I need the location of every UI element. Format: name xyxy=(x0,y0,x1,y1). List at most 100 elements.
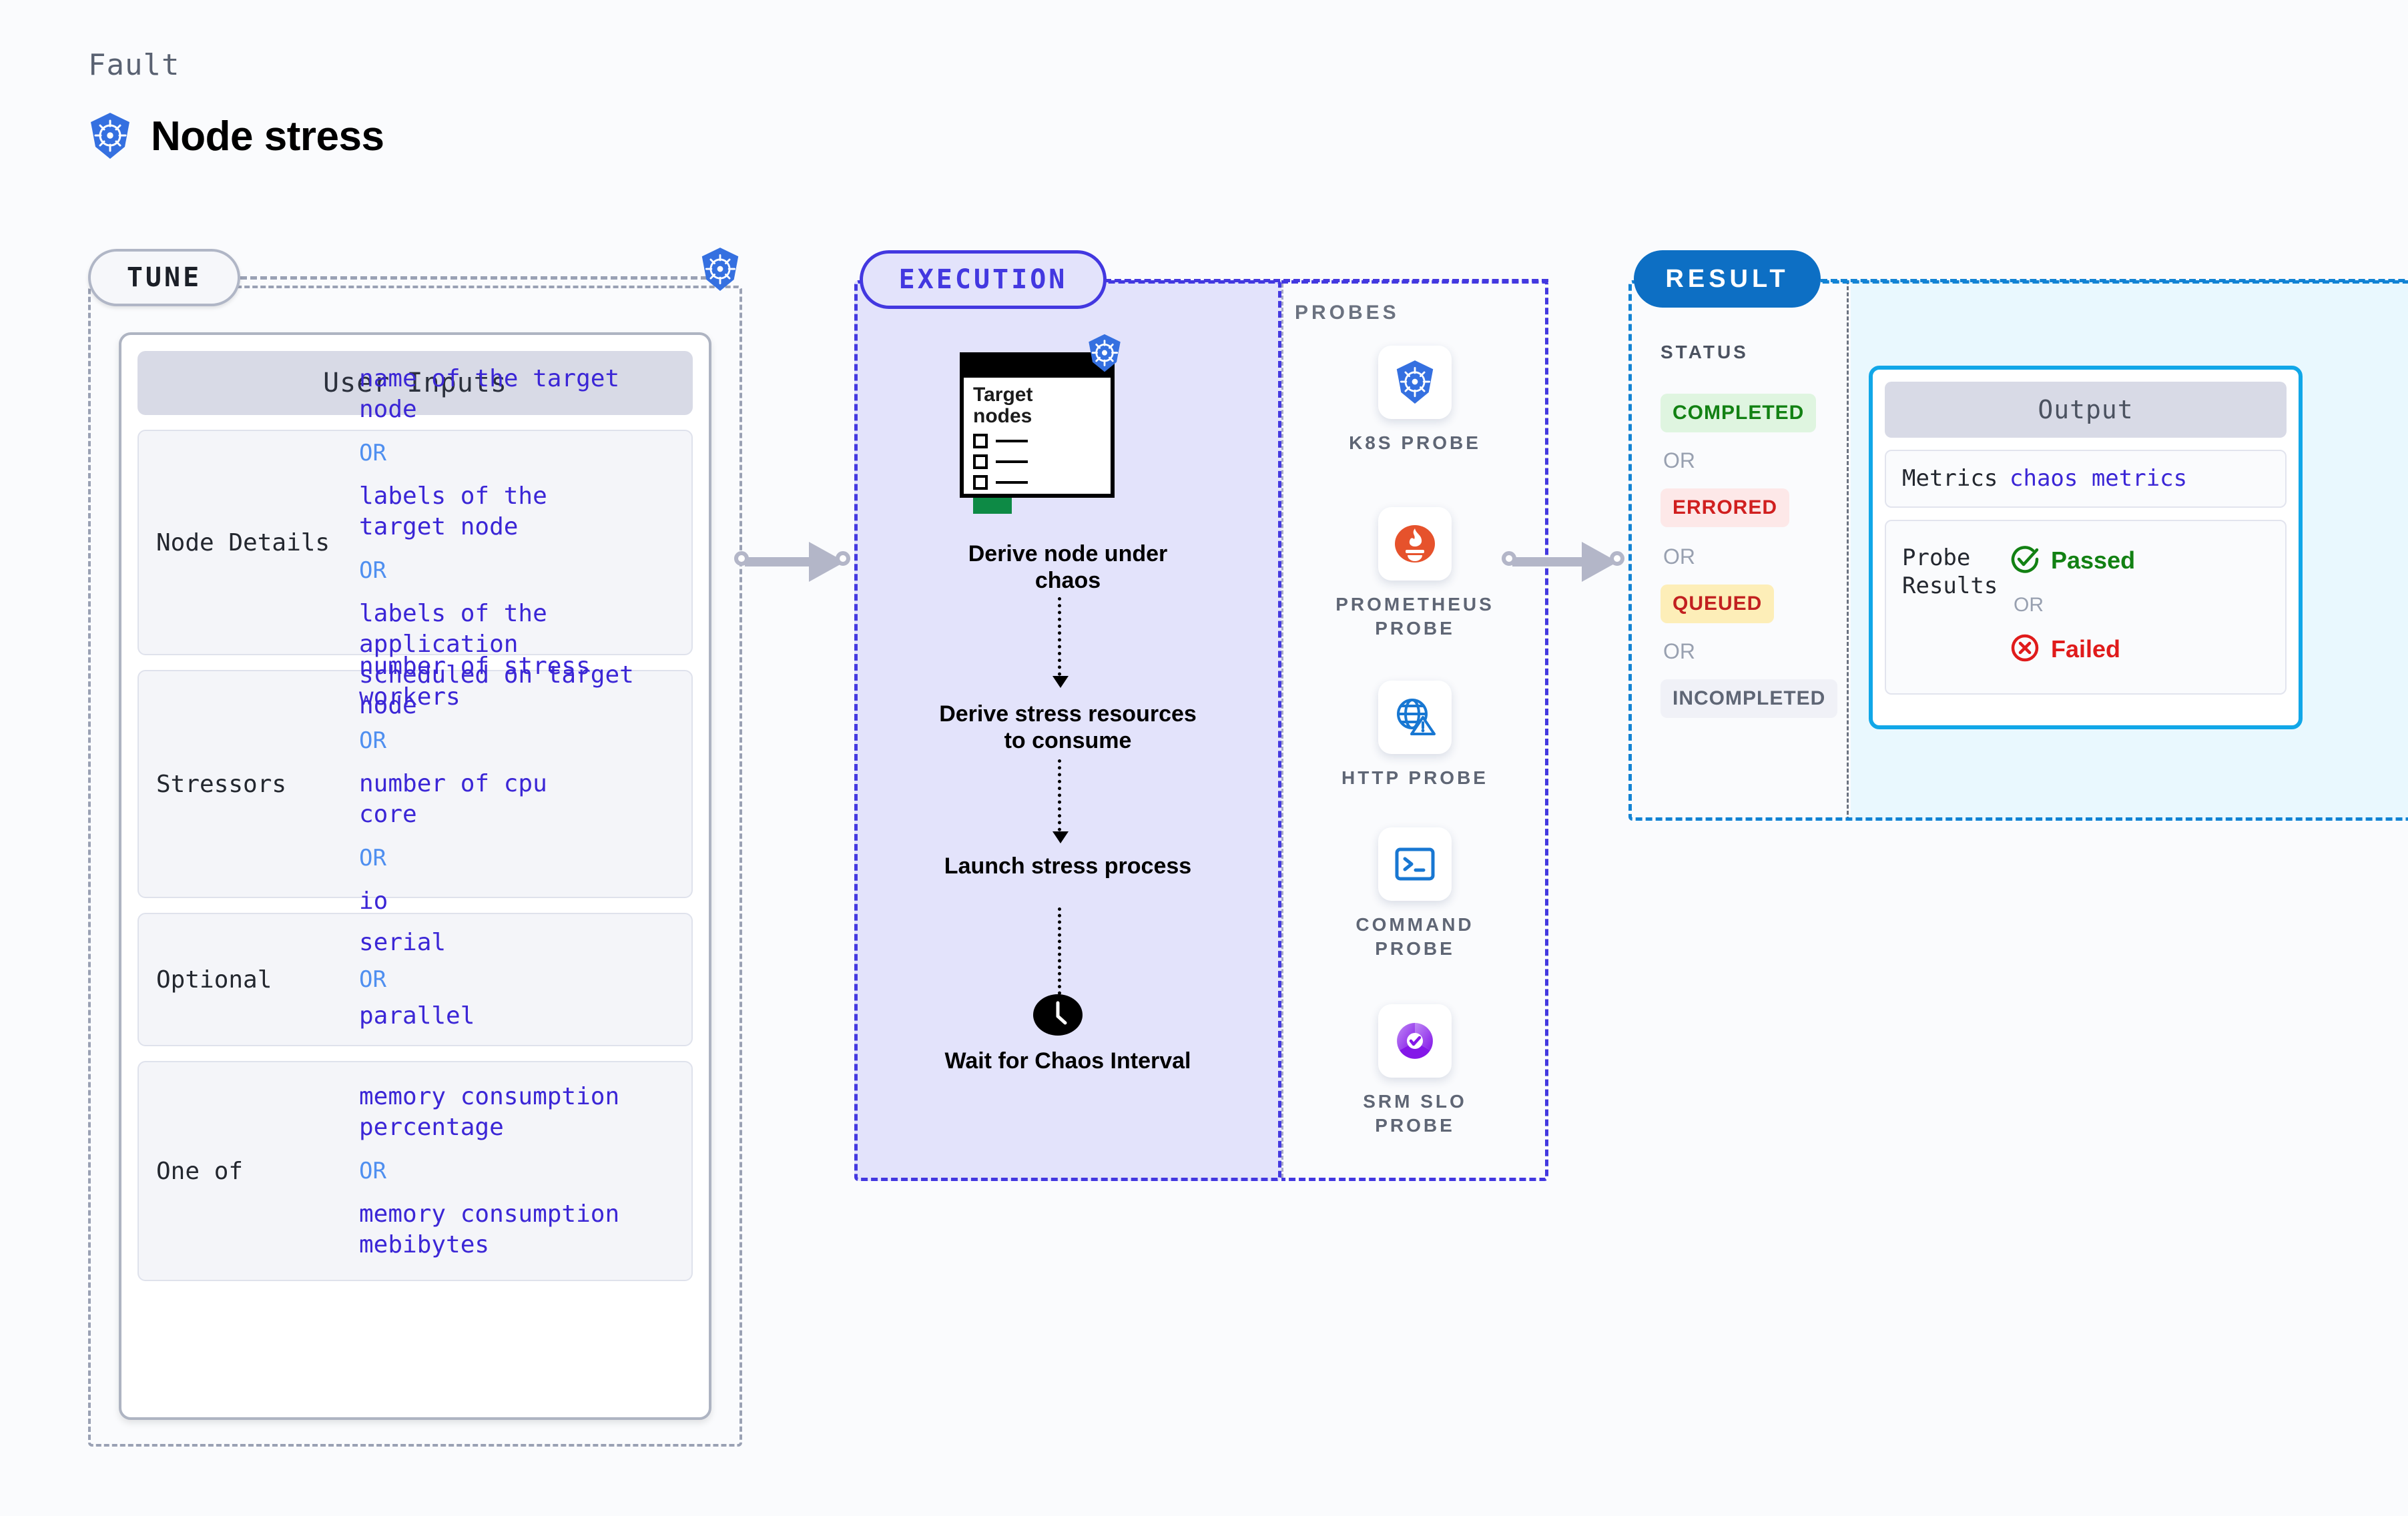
probe-label: COMMAND PROBE xyxy=(1356,914,1474,959)
kubernetes-icon xyxy=(699,247,741,292)
probe-results-values: Passed OR Failed xyxy=(2010,544,2135,667)
result-status-panel-bg xyxy=(1628,280,1849,821)
status-badge-queued: QUEUED xyxy=(1661,585,1775,623)
probes-divider xyxy=(1281,284,1283,1178)
probe-item-srm-slo[interactable]: SRM SLO PROBE xyxy=(1315,1004,1515,1138)
tune-connector-line xyxy=(240,276,707,280)
probe-label: HTTP PROBE xyxy=(1341,767,1488,788)
kubernetes-icon xyxy=(1378,346,1452,419)
or-separator: OR xyxy=(2014,593,2044,616)
check-circle-icon xyxy=(2010,544,2040,578)
terminal-icon xyxy=(1378,827,1452,901)
output-row-probe-results: Probe Results Passed OR xyxy=(1885,519,2287,695)
checkbox-icon xyxy=(973,474,988,490)
input-group-values: name of the target node OR labels of the… xyxy=(359,364,691,722)
or-separator: OR xyxy=(359,557,386,584)
input-group-optional: Optional serial OR parallel xyxy=(137,913,693,1046)
placeholder-line xyxy=(996,480,1028,484)
user-inputs-title: User Inputs xyxy=(137,351,693,415)
or-separator: OR xyxy=(359,439,386,466)
result-connector-line xyxy=(1821,279,2408,282)
input-group-node-details: Node Details name of the target node OR … xyxy=(137,365,693,719)
target-nodes-title: Target nodes xyxy=(973,384,1033,428)
probes-title: PROBES xyxy=(1295,302,1400,324)
green-indicator xyxy=(973,497,1012,514)
status-badge-errored: ERRORED xyxy=(1661,488,1790,527)
input-value: name of the target node xyxy=(359,364,620,423)
input-group-one-of: One of memory consumption percentage OR … xyxy=(137,1061,693,1281)
input-group-label: Node Details xyxy=(156,528,330,556)
metrics-value: chaos metrics xyxy=(2010,465,2188,492)
status-badge-completed: COMPLETED xyxy=(1661,394,1817,432)
execution-step-label: Derive stress resources to consume xyxy=(939,701,1197,754)
metrics-label: Metrics xyxy=(1902,465,1998,492)
result-pill[interactable]: RESULT xyxy=(1634,250,1821,308)
input-group-values: serial OR parallel xyxy=(359,927,691,1032)
input-value: labels of the application scheduled on t… xyxy=(359,600,634,720)
input-value: parallel xyxy=(359,1002,475,1030)
output-row-metrics: Metrics chaos metrics xyxy=(1885,450,2287,508)
input-group-values: memory consumption percentage OR memory … xyxy=(359,1082,691,1260)
checkbox-icon xyxy=(973,454,988,469)
execution-pill[interactable]: EXECUTION xyxy=(860,250,1107,309)
prometheus-icon xyxy=(1378,507,1452,581)
input-value: labels of the target node xyxy=(359,482,547,540)
probe-item-http[interactable]: HTTP PROBE xyxy=(1315,681,1515,790)
failed-label: Failed xyxy=(2051,635,2121,663)
checklist-row xyxy=(973,474,1111,490)
card-titlebar xyxy=(964,356,1111,378)
placeholder-line xyxy=(996,439,1028,442)
input-value: number of cpu core xyxy=(359,769,547,829)
probe-label: K8S PROBE xyxy=(1349,432,1481,453)
checklist-row xyxy=(973,454,1111,469)
connector-execution-to-result xyxy=(1502,542,1628,582)
srm-slo-icon xyxy=(1378,1004,1452,1078)
probe-label: SRM SLO PROBE xyxy=(1363,1091,1467,1136)
kubernetes-icon xyxy=(1087,334,1123,373)
or-separator: OR xyxy=(359,1158,386,1184)
connector-tune-to-execution xyxy=(734,542,854,582)
input-group-label: Optional xyxy=(156,966,272,994)
target-nodes-card: Target nodes xyxy=(960,352,1115,514)
or-separator: OR xyxy=(359,845,386,872)
placeholder-line xyxy=(996,460,1028,463)
fault-eyebrow-label: Fault xyxy=(88,48,180,82)
input-group-values: number of stress workers OR number of cp… xyxy=(359,651,691,917)
or-separator: OR xyxy=(359,966,386,993)
probe-item-command[interactable]: COMMAND PROBE xyxy=(1315,827,1515,961)
execution-step-label: Launch stress process xyxy=(944,853,1192,879)
input-value: memory consumption mebibytes xyxy=(359,1200,620,1259)
tune-section-container xyxy=(88,286,742,1447)
kubernetes-icon xyxy=(88,112,132,160)
execution-step-label: Derive node under chaos xyxy=(968,541,1168,594)
checklist-row xyxy=(973,433,1111,448)
flow-arrow xyxy=(1052,759,1069,843)
probe-item-prometheus[interactable]: PROMETHEUS PROBE xyxy=(1315,507,1515,641)
user-inputs-card: User Inputs Node Details name of the tar… xyxy=(119,332,711,1420)
input-group-label: One of xyxy=(156,1157,244,1185)
probe-result-passed: Passed xyxy=(2010,544,2135,578)
execution-step-label: Wait for Chaos Interval xyxy=(944,1048,1191,1074)
or-separator: OR xyxy=(359,727,386,754)
status-title: STATUS xyxy=(1661,342,1749,362)
probe-label: PROMETHEUS PROBE xyxy=(1335,594,1494,639)
input-value: serial xyxy=(359,928,446,956)
probe-item-k8s[interactable]: K8S PROBE xyxy=(1315,346,1515,455)
input-group-label: Stressors xyxy=(156,770,287,798)
flow-arrow xyxy=(1052,597,1069,688)
passed-label: Passed xyxy=(2051,546,2136,574)
input-group-stressors: Stressors number of stress workers OR nu… xyxy=(137,653,693,915)
output-card: Output Metrics chaos metrics Probe Resul… xyxy=(1869,366,2303,729)
globe-warning-icon xyxy=(1378,681,1452,754)
page-title: Node stress xyxy=(151,113,384,159)
output-title: Output xyxy=(1885,382,2287,438)
probe-results-label: Probe Results xyxy=(1902,544,1998,600)
input-value: memory consumption percentage xyxy=(359,1082,620,1141)
input-value: number of stress workers xyxy=(359,652,591,711)
x-circle-icon xyxy=(2010,633,2040,667)
status-badge-incompleted: INCOMPLETED xyxy=(1661,679,1838,718)
or-separator: OR xyxy=(1663,639,1695,663)
input-value: io xyxy=(359,887,388,915)
tune-pill[interactable]: TUNE xyxy=(88,249,240,306)
fault-title-row: Node stress xyxy=(88,112,384,160)
